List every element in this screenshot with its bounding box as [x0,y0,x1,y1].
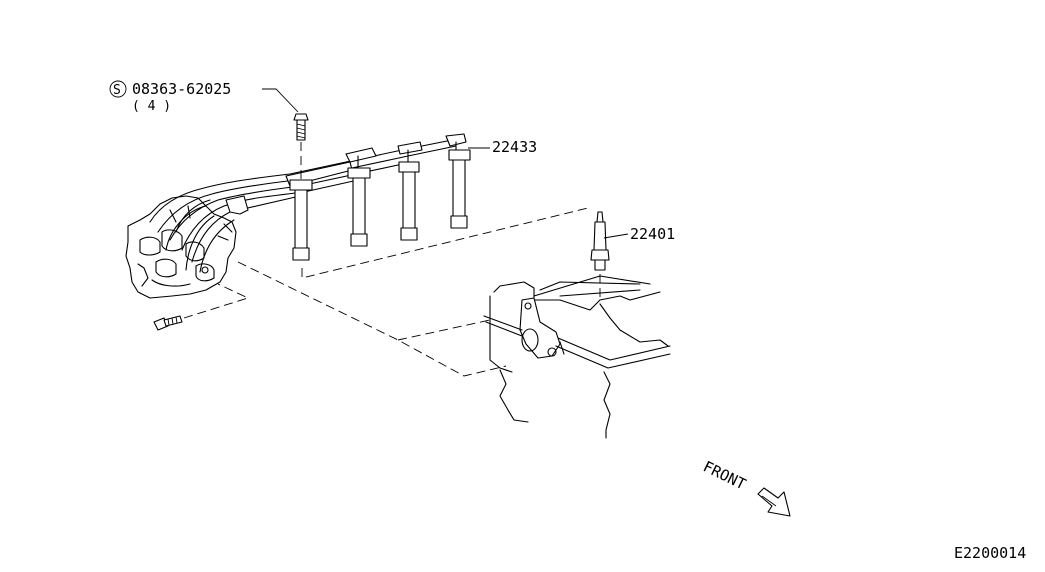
front-label: FRONT [700,457,748,493]
bolt-part-number: 08363-62025 [132,80,231,98]
cable-part-number: 22433 [492,138,537,156]
distributor [125,195,237,299]
plug-wire-boot-2 [347,155,371,247]
bolt-part [293,113,309,180]
engine-head [483,275,671,439]
bolt-quantity: ( 4 ) [132,99,171,114]
diagram-code: E2200014 [954,544,1026,562]
front-arrow-icon [757,487,791,517]
plug-wire-boot-1 [289,179,313,261]
plug-wire-boot-3 [398,149,420,241]
spark-plug [590,211,610,300]
plug-part-number: 22401 [630,225,675,243]
label-bolt: S 08363-62025 ( 4 ) [109,80,231,114]
mounting-bolt [153,283,250,331]
screw-symbol: S [113,83,121,98]
front-indicator: FRONT [700,457,791,517]
leader-lines [262,88,629,239]
plug-wire-boot-4 [448,141,471,229]
assembly-guides [237,207,589,377]
